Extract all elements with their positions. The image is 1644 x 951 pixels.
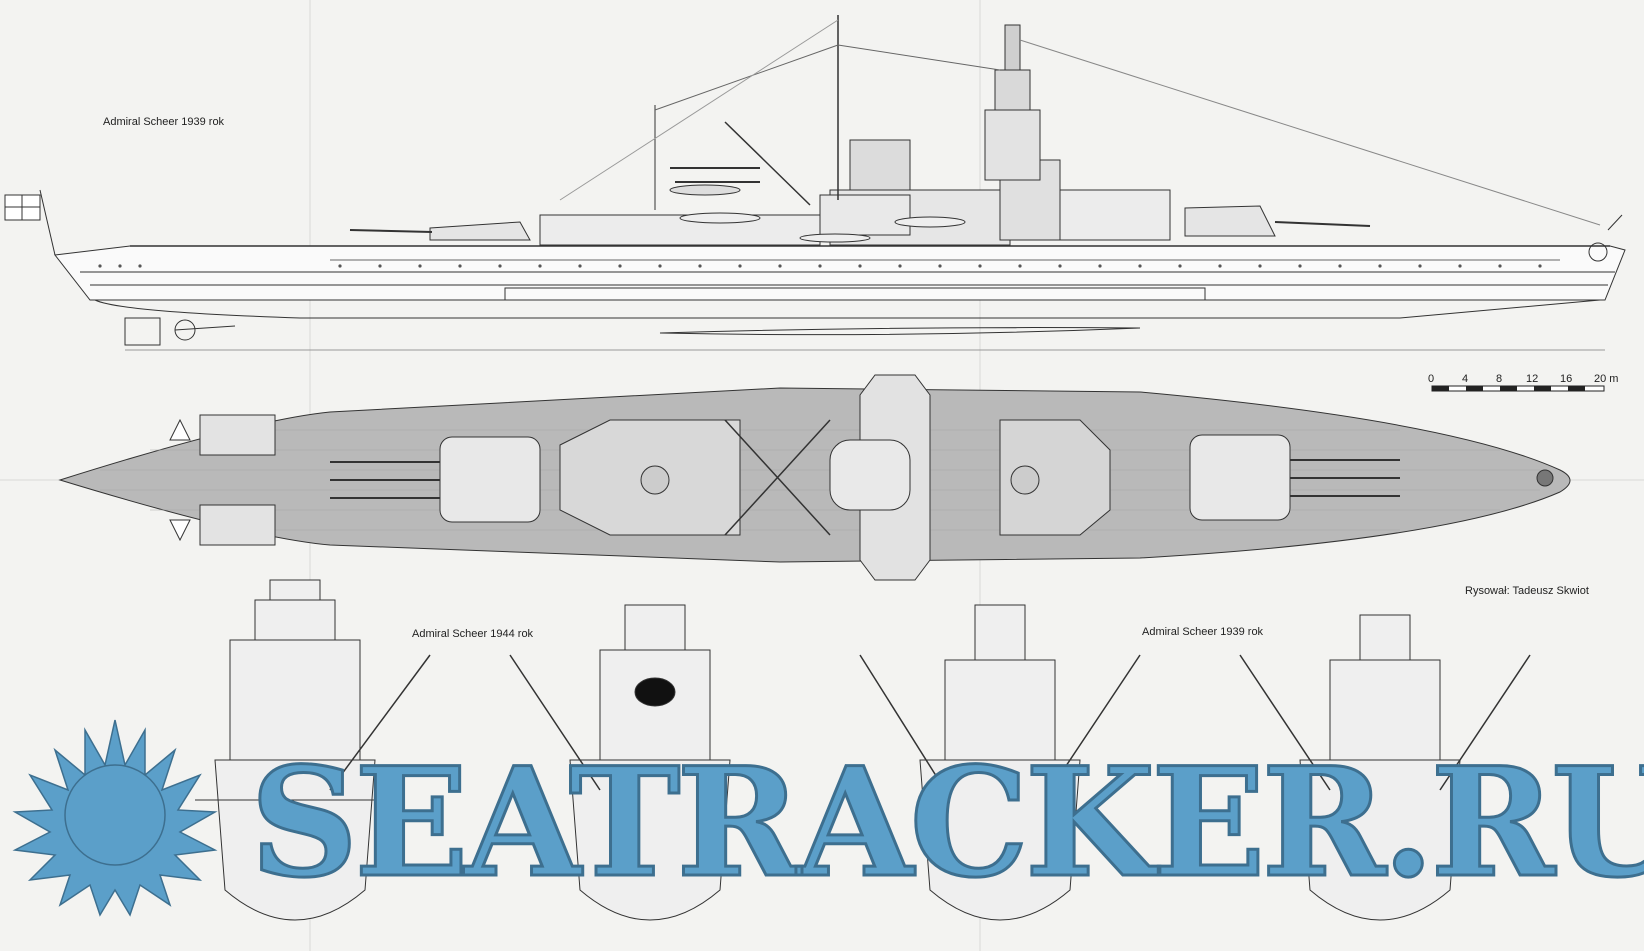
section-view-4 — [1239, 614, 1531, 921]
side-profile-view — [4, 15, 1626, 351]
scale-tick-12: 12 — [1526, 373, 1538, 385]
section-view-3 — [859, 604, 1141, 921]
section-label-1944: Admiral Scheer 1944 rok — [412, 628, 534, 640]
scale-tick-20: 20 m — [1594, 373, 1618, 385]
watermark-text: SEATRACKER.RU — [250, 735, 1644, 911]
sun-burst-logo — [12, 719, 218, 917]
scale-tick-0: 0 — [1428, 373, 1434, 385]
section-view-1 — [195, 579, 431, 921]
plan-view — [58, 374, 1571, 581]
section-label-1939: Admiral Scheer 1939 rok — [1142, 626, 1264, 638]
scale-tick-8: 8 — [1496, 373, 1502, 385]
portholes — [98, 264, 1542, 268]
author-credit: Rysował: Tadeusz Skwiot — [1465, 585, 1589, 597]
watermark-logo: SEATRACKER.RU — [12, 719, 1644, 917]
scale-tick-16: 16 — [1560, 373, 1572, 385]
seaplane — [669, 167, 760, 196]
top-profile-label: Admiral Scheer 1939 rok — [103, 116, 225, 128]
scale-tick-4: 4 — [1462, 373, 1468, 385]
section-view-2 — [509, 604, 731, 921]
scale-bar: 0 4 8 12 16 20 m — [1428, 373, 1618, 392]
